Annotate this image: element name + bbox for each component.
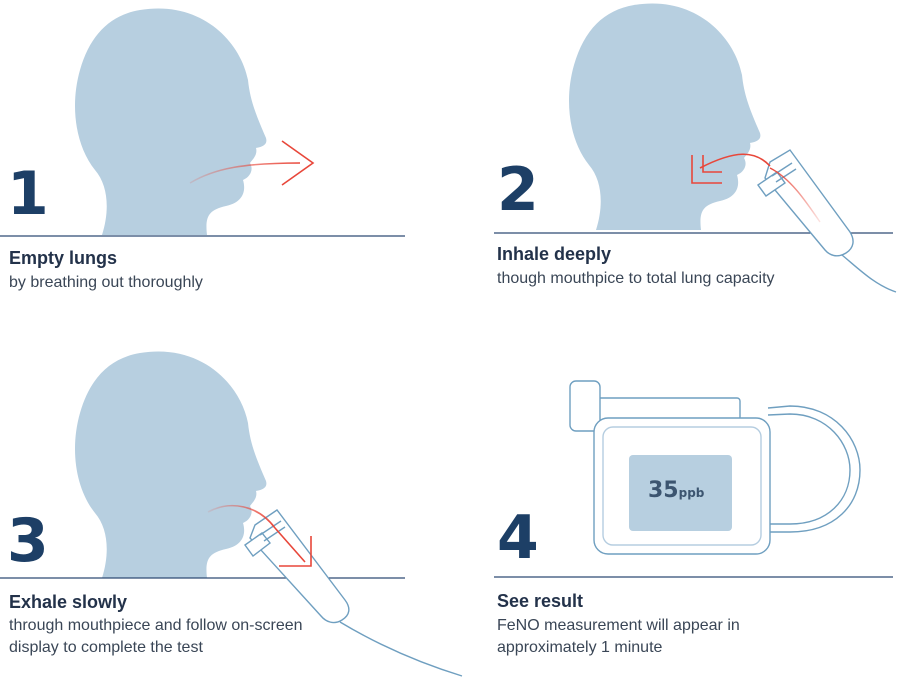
arrow-head-right-icon	[281, 140, 315, 186]
step-description-4-line-2: approximately 1 minute	[497, 639, 663, 656]
head-silhouette-1	[75, 8, 267, 235]
step-description-2-line-1: though mouthpice to total lung capacity	[497, 270, 775, 287]
device-screen	[629, 455, 732, 531]
step-number-1: 1	[7, 159, 49, 229]
panel-4-illustration	[494, 380, 893, 578]
arrow-head-in-inner-icon	[702, 155, 722, 173]
mouthpiece-2	[757, 149, 897, 293]
panel-3-illustration	[0, 351, 463, 677]
step-description-3-line-2: display to complete the test	[9, 639, 203, 656]
device-mouthpiece	[569, 380, 601, 432]
panel-2-illustration	[494, 3, 897, 293]
feno-device	[569, 380, 861, 555]
device-neck	[593, 397, 741, 421]
exhale-arrow-line	[274, 527, 306, 563]
step-description-4: FeNO measurement will appear in approxim…	[497, 615, 740, 659]
breath-out-arrow-1	[189, 162, 301, 184]
panel-1-illustration	[0, 8, 405, 237]
step-number-2: 2	[497, 155, 539, 225]
arrow-head-in-icon	[691, 155, 722, 184]
step-title-3: Exhale slowly	[9, 592, 128, 612]
step-title-2: Inhale deeply	[497, 244, 612, 264]
device-reading: 35ppb	[648, 478, 704, 503]
device-reading-value: 35	[648, 478, 679, 503]
device-reading-unit: ppb	[678, 486, 705, 500]
device-handle-loop	[767, 405, 861, 533]
step-description-2: though mouthpice to total lung capacity	[497, 268, 775, 290]
step-description-3: through mouthpiece and follow on-screen …	[9, 615, 303, 659]
exhale-arrow-curve	[207, 505, 276, 529]
step-description-4-line-1: FeNO measurement will appear in	[497, 617, 740, 634]
step-description-1-line-1: by breathing out thoroughly	[9, 274, 203, 291]
step-title-4: See result	[497, 591, 584, 611]
inhale-arrow-curve	[699, 153, 771, 169]
step-number-4: 4	[497, 503, 539, 573]
step-number-3: 3	[7, 506, 49, 576]
step-description-3-line-1: through mouthpiece and follow on-screen	[9, 617, 303, 634]
arrow-head-down-icon	[279, 536, 312, 567]
step-description-1: by breathing out thoroughly	[9, 272, 203, 294]
inhale-flow-line	[769, 167, 821, 223]
head-silhouette-3	[75, 351, 267, 578]
head-silhouette-2	[569, 3, 761, 230]
step-title-1: Empty lungs	[9, 248, 118, 268]
